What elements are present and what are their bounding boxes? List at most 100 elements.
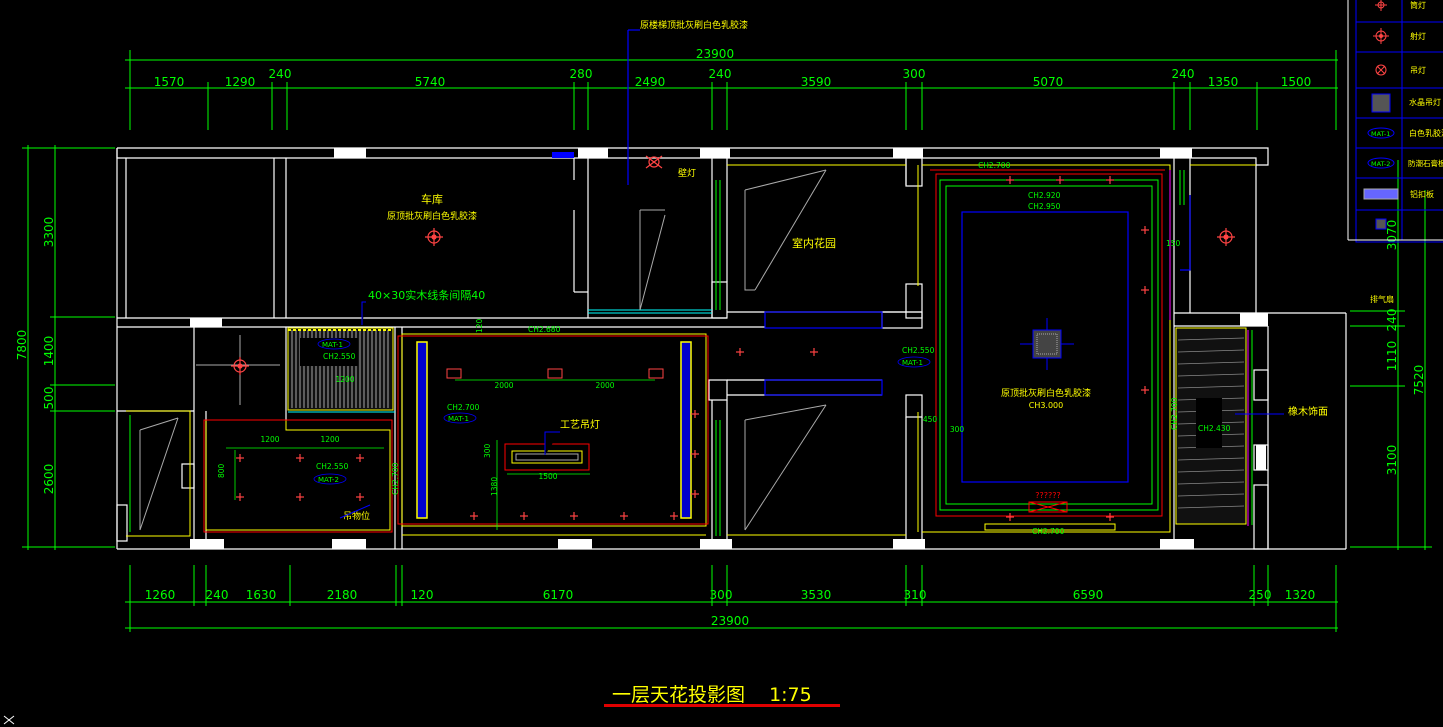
dim-top-3: 240 <box>269 67 292 81</box>
wood-strip-label: 40×30实木线条间隔40 <box>368 288 485 302</box>
top-dimension-chain <box>125 50 1338 130</box>
legend-label: 吊灯 <box>1410 65 1426 75</box>
dim-left-1: 3300 <box>42 217 56 248</box>
left-dimension-chain <box>22 145 115 550</box>
inner-dim: 1200 <box>260 435 279 444</box>
small-grid-icon <box>1375 218 1387 230</box>
main-ch-label: CH3.000 <box>1029 401 1064 410</box>
wall-openings <box>190 148 1268 549</box>
ch-label: CH2.700 <box>1170 397 1179 430</box>
crystal-chandelier-icon <box>1020 318 1074 370</box>
magenta-strips <box>1169 170 1249 526</box>
dim-left-total: 7800 <box>15 330 29 361</box>
garage-ceiling-note: 原顶批灰刷白色乳胶漆 <box>387 210 477 222</box>
inner-dim: 2000 <box>494 381 513 390</box>
inner-dim: 1380 <box>490 477 499 496</box>
dim-bottom-5: 120 <box>411 588 434 602</box>
ch-label: CH2.550 <box>902 346 935 355</box>
dim-bottom-6: 6170 <box>543 588 574 602</box>
dim-top-7: 240 <box>709 67 732 81</box>
drawing-title-text: 一层天花投影图 <box>612 684 746 706</box>
cross-downlights <box>236 176 1149 521</box>
legend-label: 水晶吊灯 <box>1409 97 1441 107</box>
dim-left-4: 2600 <box>42 464 56 495</box>
ring-light-icon <box>1217 228 1235 246</box>
cyan-lines <box>288 309 712 413</box>
inner-dim: 150 <box>1166 239 1181 248</box>
downlights <box>231 155 1235 375</box>
ch-label: CH2.950 <box>1028 202 1061 211</box>
legend-mat-tag: MAT-2 <box>1371 160 1390 168</box>
exhaust-label: 排气扇 <box>1370 294 1394 304</box>
ring-light-icon <box>1373 28 1389 44</box>
bottom-fixture: ?????? <box>984 491 1116 531</box>
inner-dim: 800 <box>217 463 226 478</box>
blue-details <box>627 29 1191 483</box>
dim-top-2: 1290 <box>225 75 256 89</box>
legend-table <box>1347 0 1443 243</box>
ch-label: CH2.550 <box>323 352 356 361</box>
dim-top-1: 1570 <box>154 75 185 89</box>
red-ceiling-frame <box>203 169 1165 533</box>
right-dimension-chain <box>1350 160 1432 550</box>
dim-top-8: 3590 <box>801 75 832 89</box>
dim-right-3: 1110 <box>1385 341 1399 372</box>
wood-decor-label: 橡木饰面 <box>1288 405 1328 418</box>
mat-tag: MAT-2 <box>318 476 339 484</box>
legend-icons <box>1363 0 1399 230</box>
svg-text:??????: ?????? <box>1035 491 1060 500</box>
inner-dim: 1200 <box>320 435 339 444</box>
ch-label: CH2.430 <box>1198 424 1231 433</box>
inner-dim: 300 <box>950 425 965 434</box>
hang-clothes-label: 吊物位 <box>343 510 370 522</box>
ch-label: CH2.700 <box>1032 527 1065 536</box>
dim-top-13: 1500 <box>1281 75 1312 89</box>
inner-dim: 120 <box>475 318 484 333</box>
dim-right-total: 7520 <box>1412 365 1426 396</box>
dim-left-3: 500 <box>42 387 56 410</box>
dim-bottom-10: 6590 <box>1073 588 1104 602</box>
ring-light-icon <box>425 228 443 246</box>
x-light-icon <box>1375 64 1387 76</box>
dim-top-9: 300 <box>903 67 926 81</box>
legend-label: 射灯 <box>1410 31 1426 41</box>
ch-label: CH2.700 <box>391 462 400 495</box>
mat2-icon <box>1367 157 1395 169</box>
wall-lamp-icon <box>645 155 663 169</box>
dim-bottom-4: 2180 <box>327 588 358 602</box>
wood-decor-panel <box>1175 327 1247 525</box>
dim-bottom-9: 310 <box>904 588 927 602</box>
inner-dim: 450 <box>923 415 938 424</box>
mat-tag: MAT-1 <box>322 341 343 349</box>
ch-label: CH2.920 <box>1028 191 1061 200</box>
dim-bottom-7: 300 <box>710 588 733 602</box>
legend-mat-tag: MAT-1 <box>1371 130 1390 138</box>
title-underline <box>604 704 840 707</box>
inner-dim: 1500 <box>538 472 557 481</box>
inner-dim: 1200 <box>335 375 354 384</box>
dim-bottom-12: 1320 <box>1285 588 1316 602</box>
legend-label: 白色乳胶漆 <box>1409 128 1443 138</box>
mat1-icon <box>1367 127 1395 139</box>
drawing-title: 一层天花投影图 1:75 <box>612 680 812 707</box>
grid-lamp-icon <box>1371 93 1391 113</box>
dim-bottom-3: 1630 <box>246 588 277 602</box>
dim-top-total: 23900 <box>696 47 734 61</box>
dim-bottom-2: 240 <box>206 588 229 602</box>
main-ceiling-note: 原顶批灰刷白色乳胶漆 <box>1001 387 1091 399</box>
ch-label: CH2.700 <box>447 403 480 412</box>
ch-label: CH2.680 <box>528 325 561 334</box>
square-lights <box>446 368 664 379</box>
blue-marker <box>552 152 574 158</box>
dim-right-2: 240 <box>1385 309 1399 332</box>
dim-top-11: 240 <box>1172 67 1195 81</box>
wall-lamp-label: 壁灯 <box>678 167 696 179</box>
ring-light-icon <box>231 357 249 375</box>
ch-label: CH2.550 <box>316 462 349 471</box>
top-note-label: 原楼梯顶批灰刷白色乳胶漆 <box>640 19 748 31</box>
dim-bottom-1: 1260 <box>145 588 176 602</box>
dim-bottom-total: 23900 <box>711 614 749 628</box>
inner-dim: 300 <box>483 443 492 458</box>
legend-label: 铝扣板 <box>1410 189 1434 199</box>
